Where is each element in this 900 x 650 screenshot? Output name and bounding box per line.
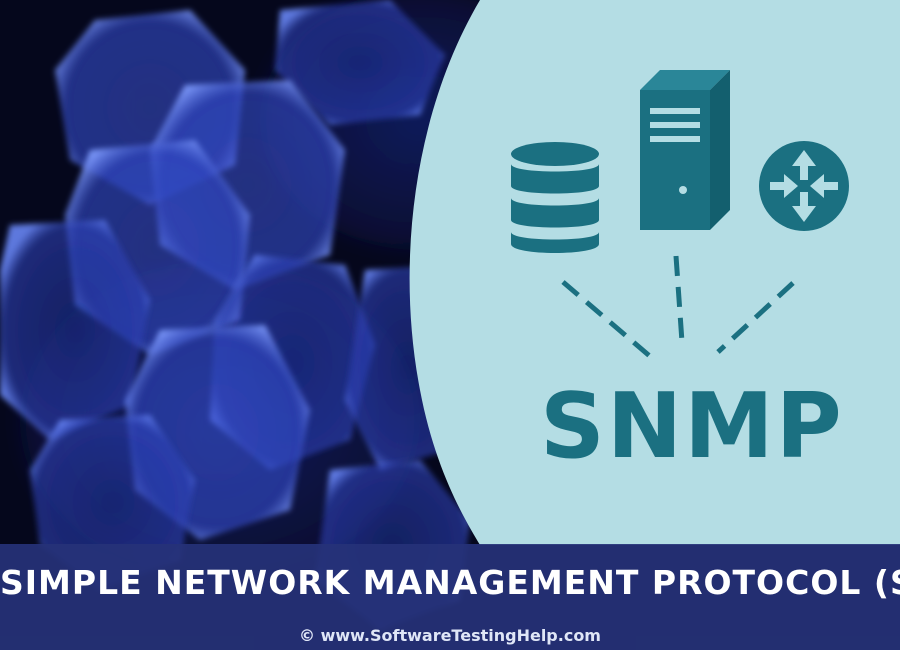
snmp-logo-text: SNMP (540, 374, 844, 479)
database-icon (508, 140, 602, 258)
copyright-watermark: © www.SoftwareTestingHelp.com (299, 626, 601, 645)
banner-title: SIMPLE NETWORK MANAGEMENT PROTOCOL (SNMP… (0, 563, 900, 602)
title-bar (0, 544, 900, 650)
router-icon (758, 140, 850, 232)
server-icon (638, 68, 732, 232)
